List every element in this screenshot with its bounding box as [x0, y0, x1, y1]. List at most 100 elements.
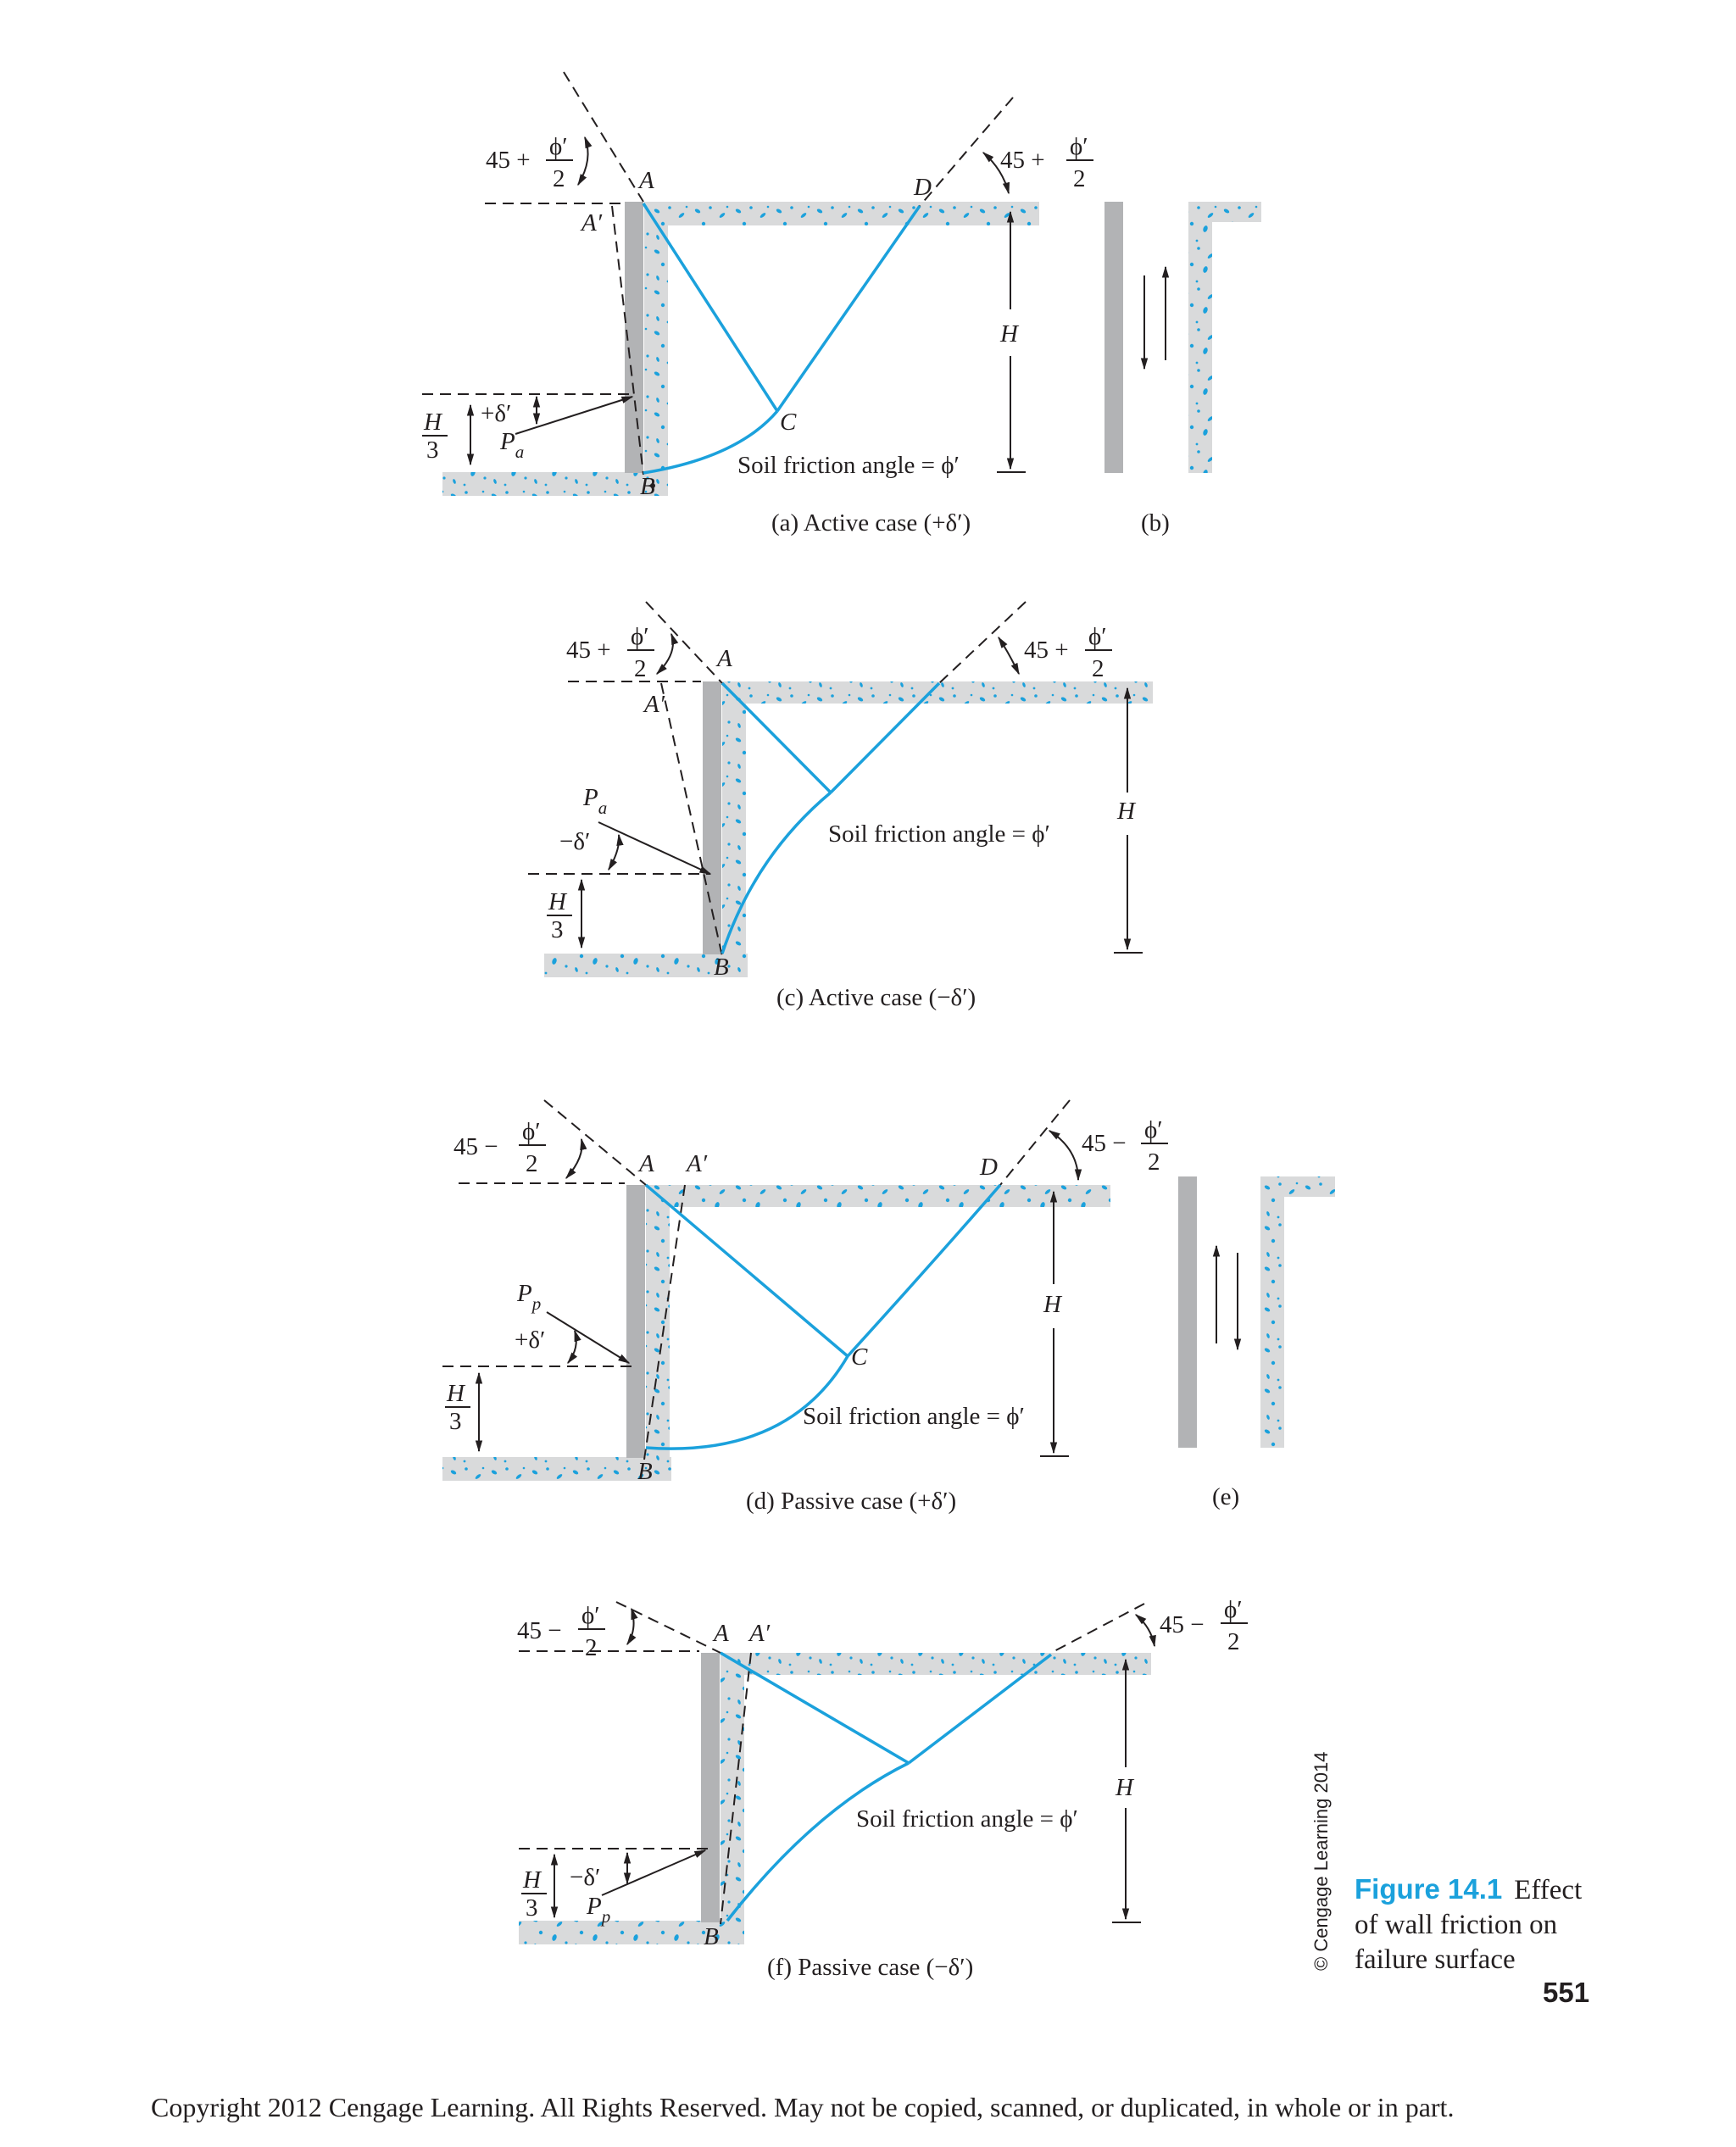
angle-prefix: 45 −	[1160, 1611, 1205, 1638]
height-label: H	[1115, 1774, 1135, 1801]
pp-base: P	[516, 1280, 532, 1307]
point-b-label: B	[714, 954, 729, 981]
panel-d-caption: (d) Passive case (+δ′)	[746, 1488, 956, 1515]
figure-title-line: of wall friction on	[1355, 1910, 1557, 1940]
panel-c-caption: (c) Active case (−δ′)	[776, 984, 976, 1011]
point-c-label: C	[851, 1343, 868, 1371]
point-a-prime-label: A′	[643, 691, 665, 718]
phi-numerator: ϕ′	[522, 1118, 541, 1145]
failure-line-extension	[645, 601, 723, 684]
point-a-label: A	[715, 645, 732, 672]
point-d-label: D	[913, 174, 932, 201]
phi-numerator: ϕ′	[1070, 133, 1088, 160]
page-number: 551	[1543, 1977, 1589, 2008]
phi-denominator: 2	[1227, 1628, 1240, 1655]
delta-label: −δ′	[570, 1864, 600, 1891]
panel-b-caption: (b)	[1141, 509, 1170, 537]
angle-prefix: 45 +	[1000, 147, 1045, 174]
point-b-label: B	[637, 1458, 653, 1485]
phi-numerator: ϕ′	[549, 133, 568, 160]
soil-top-surface	[644, 202, 1039, 225]
figure-title-line: Effect	[1514, 1875, 1582, 1905]
phi-numerator: ϕ′	[1224, 1596, 1243, 1623]
point-b-label: B	[640, 473, 655, 500]
failure-line-extension	[1050, 1603, 1145, 1654]
failure-curve	[726, 1761, 910, 1922]
pp-label: Pp	[516, 1280, 541, 1314]
angle-prefix: 45 −	[517, 1617, 562, 1644]
soil-base	[442, 1457, 671, 1481]
retaining-wall	[701, 1653, 720, 1922]
figure-number: Figure 14.1	[1355, 1873, 1502, 1905]
soil-wall-face	[721, 1653, 744, 1944]
soil-top-surface	[646, 1185, 1110, 1207]
soil-element	[1260, 1176, 1335, 1197]
point-a-label: A	[712, 1620, 729, 1647]
h3-denominator: 3	[526, 1894, 538, 1922]
pp-force-arrow	[601, 1849, 707, 1896]
angle-arc	[626, 1607, 638, 1646]
wall-element	[1104, 202, 1123, 473]
retaining-wall	[626, 1185, 645, 1458]
delta-angle-arrow	[567, 1329, 581, 1365]
pa-base: P	[582, 784, 598, 811]
angle-prefix: 45 +	[1024, 637, 1069, 664]
phi-numerator: ϕ′	[1144, 1116, 1163, 1143]
pp-force-arrow	[546, 1311, 631, 1364]
pa-subscript: a	[598, 798, 608, 818]
phi-denominator: 2	[526, 1150, 538, 1177]
h3-numerator: H	[522, 1866, 542, 1894]
failure-line	[907, 1653, 1053, 1765]
h3-numerator: H	[423, 409, 443, 436]
angle-arc	[656, 632, 679, 675]
failure-line	[642, 203, 779, 412]
pp-subscript: p	[531, 1293, 542, 1314]
soil-friction-label: Soil friction angle = ϕ′	[828, 820, 1050, 848]
angle-arc	[1048, 1130, 1082, 1182]
copyright-footer: Copyright 2012 Cengage Learning. All Rig…	[151, 2092, 1454, 2122]
credit-line: © Cengage Learning 2014	[1310, 1752, 1332, 1971]
h3-denominator: 3	[449, 1408, 462, 1435]
angle-prefix: 45 +	[566, 637, 611, 664]
pa-base: P	[499, 428, 515, 455]
phi-denominator: 2	[1092, 655, 1104, 682]
pp-label: Pp	[586, 1893, 610, 1927]
point-b-dot	[650, 483, 655, 488]
rotated-wall-line	[643, 1184, 686, 1460]
failure-line	[644, 1183, 849, 1358]
point-a-label: A	[637, 167, 654, 194]
soil-element	[1188, 202, 1261, 222]
pa-subscript: a	[515, 442, 525, 462]
failure-line	[720, 1651, 910, 1765]
retaining-wall	[703, 681, 721, 954]
phi-denominator: 2	[1148, 1149, 1160, 1176]
failure-line-extension	[938, 601, 1027, 684]
pa-force-arrow	[515, 396, 634, 435]
phi-denominator: 2	[1073, 165, 1086, 192]
panel-e-caption: (e)	[1212, 1483, 1239, 1510]
angle-prefix: 45 +	[486, 147, 531, 174]
soil-element	[1188, 202, 1212, 473]
soil-friction-label: Soil friction angle = ϕ′	[856, 1805, 1078, 1833]
panel-d: 45 − ϕ′ 2 A A′ D 45 − ϕ′ 2 Pp +δ′ C H So…	[442, 1099, 1168, 1515]
failure-curve	[643, 409, 779, 475]
failure-curve	[721, 791, 832, 954]
point-b-label: B	[704, 1923, 719, 1950]
panel-f: 45 − ϕ′ 2 A A′ 45 − ϕ′ 2 H Soil friction…	[517, 1596, 1248, 1981]
height-label: H	[1116, 798, 1137, 825]
panel-c: 45 + ϕ′ 2 A A′ 45 + ϕ′ 2 Pa −δ′ Soil fri…	[528, 601, 1153, 1011]
panel-f-caption: (f) Passive case (−δ′)	[767, 1954, 973, 1981]
soil-friction-label: Soil friction angle = ϕ′	[803, 1403, 1025, 1430]
soil-base	[519, 1921, 744, 1944]
soil-wall-face	[722, 681, 746, 977]
failure-line	[721, 681, 832, 794]
h3-denominator: 3	[551, 916, 564, 943]
height-label: H	[999, 320, 1020, 348]
failure-line	[829, 681, 941, 794]
height-label: H	[1043, 1291, 1063, 1318]
panel-e: (e)	[1178, 1176, 1335, 1510]
angle-arc	[577, 136, 593, 186]
figure-caption: Figure 14.1 Effect	[1355, 1873, 1582, 1905]
phi-denominator: 2	[634, 655, 647, 682]
pp-base: P	[586, 1893, 602, 1920]
